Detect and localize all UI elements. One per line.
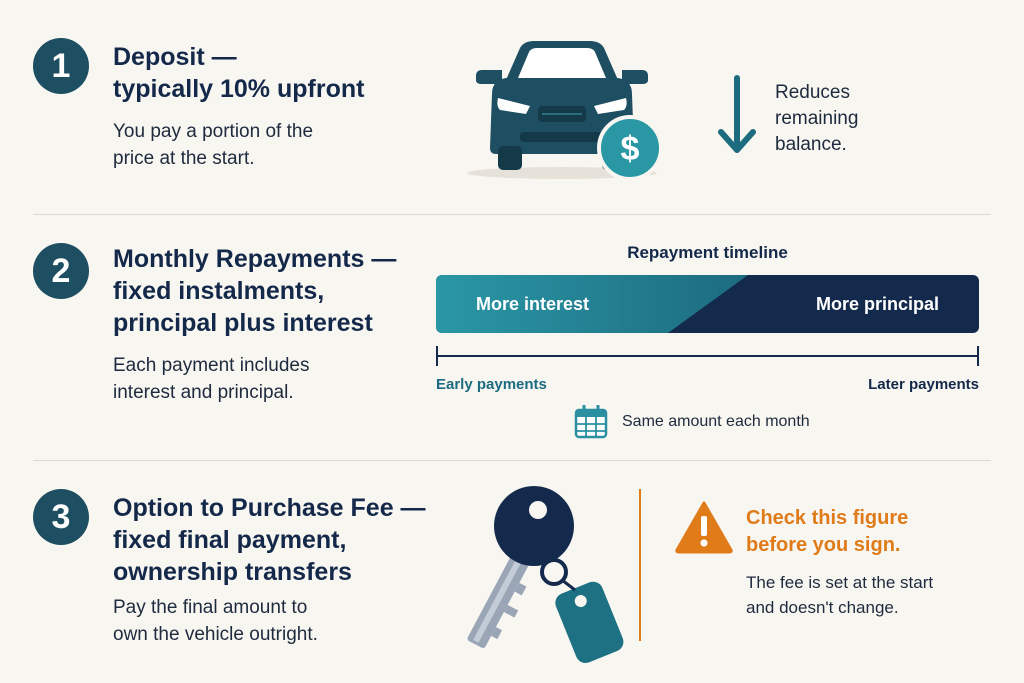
step-number-2: 2 <box>33 243 89 299</box>
timeline-title: Repayment timeline <box>627 243 788 262</box>
svg-text:$: $ <box>621 130 640 168</box>
section-divider <box>33 460 991 461</box>
step-number-1: 1 <box>33 38 89 94</box>
note-line: balance. <box>775 134 847 155</box>
step-number-3: 3 <box>33 489 89 545</box>
dollar-sign-icon: $ <box>597 115 663 181</box>
arrow-down-icon <box>718 75 756 153</box>
warning-text-line: and doesn't change. <box>746 598 899 617</box>
title-line: fixed instalments, <box>113 277 325 305</box>
more-interest-label: More interest <box>476 294 590 314</box>
key-icon <box>467 486 624 663</box>
step-desc-repayments: Each payment includes interest and princ… <box>113 352 309 406</box>
title-line: ownership transfers <box>113 558 352 586</box>
calendar-icon <box>574 405 608 439</box>
step-desc-purchase-fee: Pay the final amount to own the vehicle … <box>113 594 318 648</box>
step-option-to-purchase: 3 Option to Purchase Fee — fixed final p… <box>0 462 1024 683</box>
timeline-axis <box>436 346 979 366</box>
warning-title-line: before you sign. <box>746 534 901 556</box>
timeline-bar: More interest More principal <box>436 275 979 333</box>
note-line: remaining <box>775 108 859 129</box>
reduces-balance-note: Reduces remaining balance. <box>775 80 858 158</box>
section-divider <box>33 214 991 215</box>
title-line: fixed final payment, <box>113 526 347 554</box>
title-line: Option to Purchase Fee — <box>113 494 426 522</box>
step-deposit: 1 Deposit — typically 10% upfront You pa… <box>0 0 1024 214</box>
desc-line: interest and principal. <box>113 382 294 403</box>
desc-line: own the vehicle outright. <box>113 624 318 645</box>
warning-triangle-icon <box>675 501 733 554</box>
title-line: principal plus interest <box>113 309 373 337</box>
title-line: Monthly Repayments — <box>113 245 397 273</box>
car-icon <box>467 41 657 179</box>
desc-line: Pay the final amount to <box>113 597 308 618</box>
warning-text: The fee is set at the start and doesn't … <box>746 570 933 620</box>
desc-line: Each payment includes <box>113 355 310 376</box>
more-principal-label: More principal <box>815 294 939 314</box>
warning-divider <box>639 489 641 641</box>
step-title-deposit: Deposit — typically 10% upfront <box>113 41 364 105</box>
step-desc-deposit: You pay a portion of the price at the st… <box>113 118 313 172</box>
warning-title-line: Check this figure <box>746 507 909 529</box>
step-title-purchase-fee: Option to Purchase Fee — fixed final pay… <box>113 492 426 588</box>
note-line: Reduces <box>775 82 850 103</box>
step-monthly-repayments: 2 Monthly Repayments — fixed instalments… <box>0 216 1024 460</box>
title-line: Deposit — <box>113 43 237 71</box>
desc-line: price at the start. <box>113 148 255 169</box>
early-payments-label: Early payments <box>436 376 547 393</box>
title-line: typically 10% upfront <box>113 75 365 103</box>
warning-text-line: The fee is set at the start <box>746 573 934 592</box>
later-payments-label: Later payments <box>868 376 979 393</box>
step-title-repayments: Monthly Repayments — fixed instalments, … <box>113 243 396 339</box>
warning-title: Check this figure before you sign. <box>746 505 908 559</box>
same-amount-note: Same amount each month <box>622 413 810 430</box>
timeline-bar-fill <box>436 275 979 333</box>
desc-line: You pay a portion of the <box>113 121 314 142</box>
